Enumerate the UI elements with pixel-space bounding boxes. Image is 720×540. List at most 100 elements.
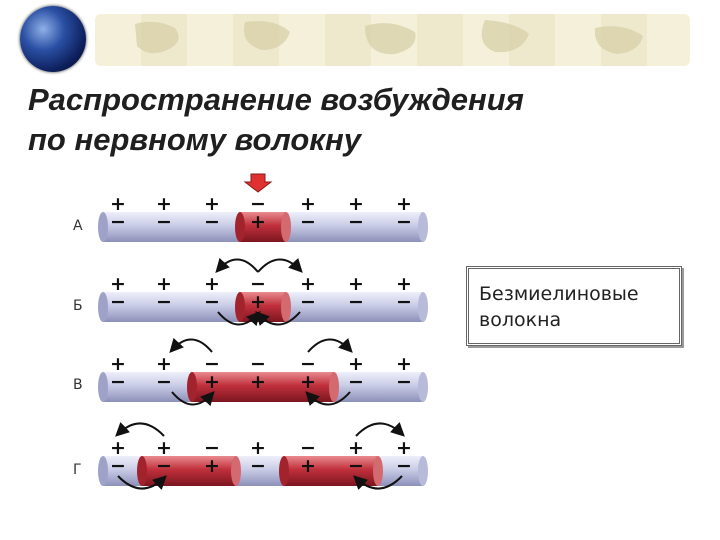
inner-minus-sign: − (396, 291, 412, 313)
excited-segment-edge (329, 372, 339, 402)
current-arc-icon (307, 337, 353, 353)
outer-plus-sign: + (250, 437, 266, 459)
excited-segment (240, 212, 286, 242)
outer-plus-sign: + (396, 437, 412, 459)
inner-plus-sign: + (250, 371, 266, 393)
outer-plus-sign: + (156, 273, 172, 295)
outer-plus-sign: + (396, 193, 412, 215)
stimulus-arrow-icon (243, 173, 273, 193)
outer-plus-sign: + (348, 273, 364, 295)
outer-plus-sign: + (204, 193, 220, 215)
excited-segment-edge (373, 456, 383, 486)
current-arc-icon (305, 391, 351, 407)
excited-segment-edge (235, 212, 245, 242)
excited-segment-edge (231, 456, 241, 486)
current-arc-icon (215, 257, 259, 273)
outer-plus-sign: + (396, 353, 412, 375)
outer-plus-sign: + (348, 193, 364, 215)
inner-minus-sign: − (204, 211, 220, 233)
inner-plus-sign: + (250, 211, 266, 233)
fiber-end-left (98, 456, 108, 486)
fiber-end-left (98, 212, 108, 242)
outer-plus-sign: + (110, 273, 126, 295)
inner-plus-sign: + (204, 371, 220, 393)
inner-minus-sign: − (348, 291, 364, 313)
title-line-2: по нервному волокну (28, 122, 361, 157)
inner-minus-sign: − (348, 211, 364, 233)
inner-minus-sign: − (396, 211, 412, 233)
excited-segment-edge (137, 456, 147, 486)
inner-minus-sign: − (250, 455, 266, 477)
inner-minus-sign: − (348, 455, 364, 477)
outer-plus-sign: + (110, 193, 126, 215)
outer-plus-sign: + (300, 193, 316, 215)
title-line-1: Распространение возбуждения (28, 82, 524, 117)
current-arc-icon (353, 475, 403, 490)
excited-segment-edge (281, 212, 291, 242)
inner-minus-sign: − (156, 371, 172, 393)
inner-minus-sign: − (110, 291, 126, 313)
outer-plus-sign: + (156, 353, 172, 375)
fiber-end-right (418, 292, 428, 322)
inner-plus-sign: + (300, 455, 316, 477)
outer-plus-sign: + (110, 437, 126, 459)
row-label-c: В (73, 377, 83, 393)
outer-minus-sign: − (250, 353, 266, 375)
inner-minus-sign: − (396, 371, 412, 393)
outer-minus-sign: − (300, 353, 316, 375)
outer-plus-sign: + (348, 353, 364, 375)
globe-icon (20, 6, 86, 72)
current-arc-icon (255, 311, 301, 327)
excited-segment-edge (235, 292, 245, 322)
inner-minus-sign: − (300, 211, 316, 233)
excited-segment-edge (187, 372, 197, 402)
current-arc-icon (217, 311, 261, 327)
outer-minus-sign: − (250, 193, 266, 215)
row-label-d: Г (73, 462, 82, 478)
excited-segment-edge (279, 456, 289, 486)
fiber-end-left (98, 372, 108, 402)
inner-minus-sign: − (110, 371, 126, 393)
slide-title: Распространение возбуждения по нервному … (28, 80, 524, 160)
row-label-a: А (73, 218, 83, 234)
fiber-end-right (418, 456, 428, 486)
inner-minus-sign: − (156, 291, 172, 313)
fiber-end-right (418, 372, 428, 402)
note-line-2: волокна (479, 309, 562, 331)
outer-plus-sign: + (396, 273, 412, 295)
fiber-end-left (98, 292, 108, 322)
current-arc-icon (257, 257, 303, 273)
outer-plus-sign: + (156, 193, 172, 215)
outer-plus-sign: + (156, 437, 172, 459)
outer-plus-sign: + (300, 273, 316, 295)
outer-plus-sign: + (204, 273, 220, 295)
outer-minus-sign: − (204, 353, 220, 375)
note-box: Безмиелиновые волокна (466, 266, 682, 346)
inner-minus-sign: − (300, 291, 316, 313)
outer-minus-sign: − (300, 437, 316, 459)
inner-minus-sign: − (204, 291, 220, 313)
inner-minus-sign: − (348, 371, 364, 393)
outer-plus-sign: + (110, 353, 126, 375)
current-arc-icon (171, 391, 215, 407)
note-line-1: Безмиелиновые (479, 283, 639, 305)
inner-plus-sign: + (250, 291, 266, 313)
outer-minus-sign: − (250, 273, 266, 295)
inner-minus-sign: − (156, 455, 172, 477)
outer-plus-sign: + (348, 437, 364, 459)
inner-minus-sign: − (110, 455, 126, 477)
row-label-b: Б (73, 298, 83, 314)
current-arc-icon (169, 337, 213, 353)
current-arc-icon (115, 422, 165, 437)
inner-minus-sign: − (110, 211, 126, 233)
current-arc-icon (117, 475, 167, 490)
inner-minus-sign: − (156, 211, 172, 233)
inner-plus-sign: + (204, 455, 220, 477)
inner-minus-sign: − (396, 455, 412, 477)
excited-segment-edge (281, 292, 291, 322)
current-arc-icon (355, 422, 405, 437)
world-map-decoration (135, 20, 643, 55)
outer-minus-sign: − (204, 437, 220, 459)
inner-plus-sign: + (300, 371, 316, 393)
